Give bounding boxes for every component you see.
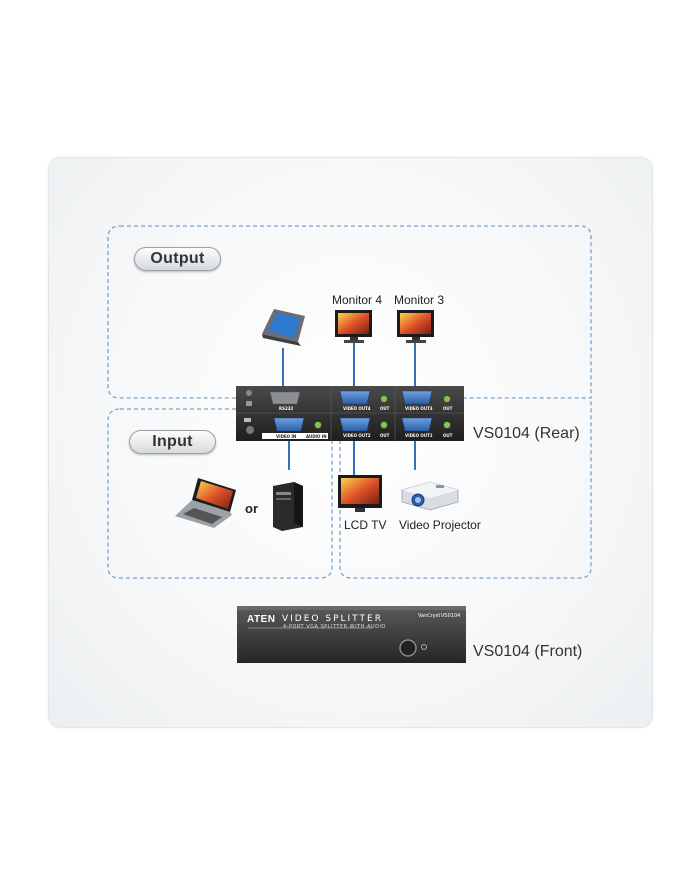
monitor-3-label: Monitor 3 <box>394 293 445 307</box>
front-series: VanCryst <box>418 613 441 619</box>
lcd-tv-icon <box>338 475 382 512</box>
out-label-a: OUT <box>380 406 390 411</box>
front-subtitle: 4-PORT VGA SPLITTER WITH AUDIO <box>283 624 386 630</box>
touch-panel-icon <box>262 309 305 346</box>
monitor-3-icon <box>397 310 434 343</box>
video-projector-label: Video Projector <box>399 518 481 532</box>
cables <box>282 343 416 475</box>
front-caption: VS0104 (Front) <box>473 643 583 660</box>
video-out4-label: VIDEO OUT4 <box>343 406 371 411</box>
laptop-icon <box>175 478 236 528</box>
rear-caption: VS0104 (Rear) <box>473 425 580 442</box>
video-out3-label: VIDEO OUT3 <box>405 406 433 411</box>
front-brand-logo: ATEN <box>247 614 276 625</box>
pc-tower-icon <box>273 482 303 531</box>
rs232-label: RS232 <box>279 406 294 411</box>
vs0104-front-device <box>237 606 466 663</box>
out-label-b: OUT <box>443 406 453 411</box>
monitor-4-label: Monitor 4 <box>332 293 383 307</box>
out-label-c: OUT <box>380 433 390 438</box>
video-out2-label: VIDEO OUT2 <box>343 433 371 438</box>
or-label: or <box>245 501 258 516</box>
vs0104-rear-device <box>236 386 464 441</box>
video-out1-label: VIDEO OUT1 <box>405 433 433 438</box>
lcd-tv-label: LCD TV <box>344 518 387 532</box>
video-in-label: VIDEO IN <box>276 434 296 439</box>
projector-icon <box>401 481 459 511</box>
monitor-4-icon <box>335 310 372 343</box>
audio-in-label: AUDIO IN <box>306 434 327 439</box>
output-badge: Output <box>134 247 221 271</box>
front-model: VS0104 <box>441 613 461 619</box>
out-label-d: OUT <box>443 433 453 438</box>
output-region-lower <box>339 398 592 579</box>
input-badge: Input <box>129 430 216 454</box>
front-product-name: VIDEO SPLITTER <box>282 614 383 624</box>
